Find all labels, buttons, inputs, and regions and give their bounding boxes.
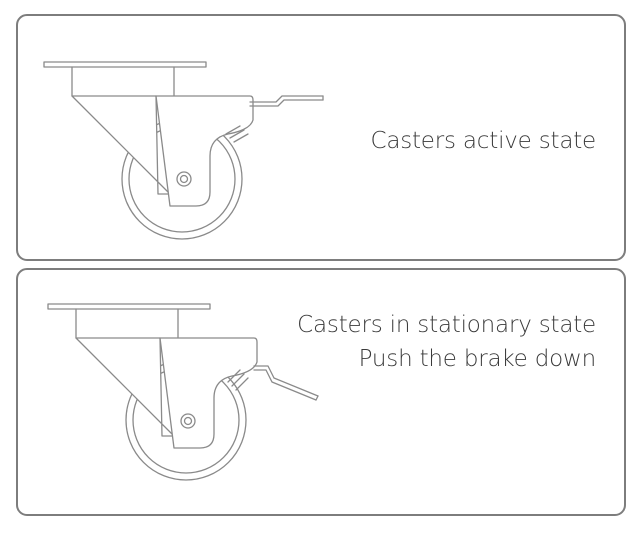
- brake-lever: [249, 95, 324, 103]
- brake-lever: [253, 365, 319, 397]
- mounting-plate: [43, 61, 207, 68]
- fork-body: [75, 337, 175, 437]
- fork-housing: [155, 95, 254, 207]
- caster-stationary-panel: Casters in stationary state Push the bra…: [16, 268, 626, 516]
- caption-line: Casters in stationary state: [297, 312, 596, 338]
- axle-hub: [176, 171, 192, 187]
- caster-active-panel: Casters active state: [16, 14, 626, 261]
- caster-stationary-illustration: [47, 303, 319, 481]
- brake-spring: [227, 369, 241, 383]
- caster-active-illustration: [43, 61, 324, 240]
- fork-body: [71, 95, 171, 195]
- fork-housing: [159, 337, 258, 449]
- caster-active-caption: Casters active state: [370, 124, 596, 158]
- brake-spring: [225, 125, 241, 135]
- caption-line: Casters active state: [370, 128, 596, 154]
- caption-line: Push the brake down: [358, 346, 597, 372]
- axle-hub: [180, 413, 196, 429]
- caster-stationary-caption: Casters in stationary state Push the bra…: [297, 308, 596, 376]
- mounting-plate: [47, 303, 211, 310]
